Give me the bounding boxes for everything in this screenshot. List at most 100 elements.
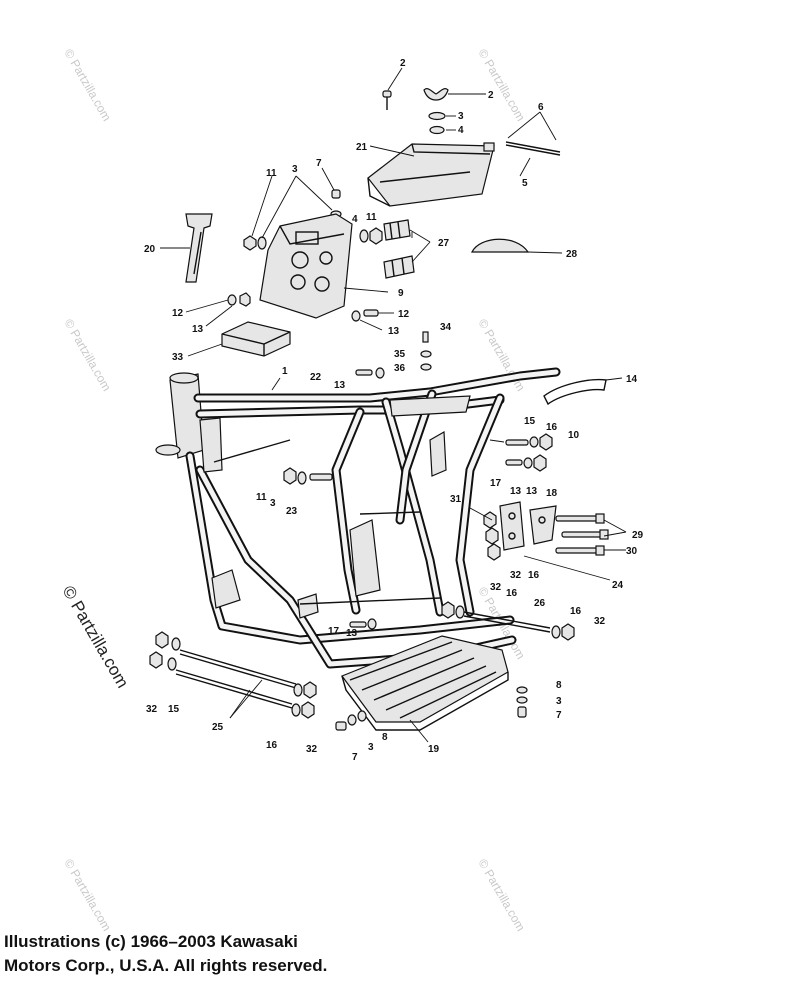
leader-lines	[160, 67, 627, 743]
washer-16-right	[529, 436, 539, 448]
washer-35	[420, 350, 432, 358]
callout-4a: 4	[458, 125, 464, 136]
callout-16d: 16	[570, 606, 582, 617]
callout-5: 5	[522, 178, 528, 189]
nut-11-mid	[369, 227, 383, 245]
washer-4-mid	[359, 229, 369, 243]
callout-26: 26	[534, 598, 546, 609]
callout-13d: 13	[526, 486, 538, 497]
callout-17a: 17	[490, 478, 502, 489]
callout-11c: 11	[256, 492, 267, 503]
screw-2	[382, 90, 392, 110]
callout-32c: 32	[594, 616, 606, 627]
callout-9: 9	[398, 288, 404, 299]
washer-8-lower	[357, 710, 367, 722]
callout-18: 18	[546, 488, 558, 499]
callout-25: 25	[212, 722, 224, 733]
callout-3d: 3	[556, 696, 562, 707]
mount-plate-24	[499, 501, 557, 551]
cover-28	[471, 238, 530, 253]
bolt-30	[555, 545, 605, 556]
callout-11b: 11	[366, 212, 377, 223]
washer-4-top	[429, 125, 445, 135]
callout-15b: 15	[168, 704, 180, 715]
washer-13-22	[375, 367, 385, 379]
washer-3-frame	[297, 471, 307, 485]
callout-15: 15	[524, 416, 536, 427]
callout-7b: 7	[556, 710, 562, 721]
callout-13b: 13	[388, 326, 400, 337]
copyright-notice: Illustrations (c) 1966–2003 Kawasaki Mot…	[4, 930, 424, 978]
bolt-22	[355, 369, 373, 376]
bolt-15	[505, 439, 529, 446]
callout-31: 31	[450, 494, 462, 505]
callout-7a: 7	[316, 158, 322, 169]
washer-3-top	[428, 111, 446, 121]
callout-33: 33	[172, 352, 184, 363]
callout-1: 1	[282, 366, 288, 377]
watermark-large: © Partzilla.com	[59, 583, 133, 692]
callout-14: 14	[626, 374, 638, 385]
callout-16c: 16	[506, 588, 518, 599]
washer-13-lower	[367, 618, 377, 630]
callout-28: 28	[566, 249, 578, 260]
callout-27: 27	[438, 238, 450, 249]
bolt-23	[309, 473, 333, 481]
bolts-29	[555, 513, 609, 540]
watermark-mid-left: © Partzilla.com	[61, 317, 114, 394]
grab-handle-14	[543, 378, 607, 406]
callout-13f: 13	[346, 628, 358, 639]
nut-10	[539, 433, 553, 451]
callout-3a: 3	[458, 111, 464, 122]
washer-13-left	[227, 294, 237, 306]
callout-4b: 4	[352, 214, 358, 225]
callout-11a: 11	[266, 168, 277, 179]
bolt-34	[422, 331, 429, 343]
callout-32e: 32	[306, 744, 318, 755]
callout-16b: 16	[528, 570, 540, 581]
nut-11-frame	[283, 467, 297, 485]
bolt-7	[331, 189, 341, 199]
callout-23: 23	[286, 506, 298, 517]
callout-30: 30	[626, 546, 638, 557]
callout-17b: 17	[328, 626, 340, 637]
callout-8a: 8	[556, 680, 562, 691]
callout-16e: 16	[266, 740, 278, 751]
watermark-top-right: © Partzilla.com	[475, 47, 528, 124]
nut-18	[533, 454, 547, 472]
callout-32d: 32	[146, 704, 158, 715]
long-bolts-25	[149, 631, 317, 719]
washer-13-right	[351, 310, 361, 322]
callout-3b: 3	[292, 164, 298, 175]
nut-12-left	[239, 292, 251, 307]
callout-29: 29	[632, 530, 644, 541]
bolt-17-right	[505, 459, 523, 466]
pad-33	[221, 321, 291, 357]
callout-32a: 32	[510, 570, 522, 581]
copyright-line-1: Illustrations (c) 1966–2003 Kawasaki	[4, 932, 298, 951]
washer-3-right	[516, 696, 528, 704]
callout-numbers: 2 2 3 4 6 21 5 7 11 3 4 11 27 28 20 9 12…	[144, 58, 644, 763]
washer-13-right-b	[523, 457, 533, 469]
callout-6: 6	[538, 102, 544, 113]
callout-10: 10	[568, 430, 580, 441]
bracket-20	[185, 213, 213, 283]
watermark-bottom-right: © Partzilla.com	[475, 857, 528, 934]
rubber-pads-27	[383, 219, 415, 279]
skid-plate-19	[341, 635, 509, 731]
nuts-31	[483, 511, 501, 561]
callout-32b: 32	[490, 582, 502, 593]
callout-12a: 12	[172, 308, 184, 319]
callout-2a: 2	[400, 58, 406, 69]
battery-case-21	[367, 142, 495, 207]
bolt-12-right	[363, 309, 379, 317]
callout-3e: 3	[368, 742, 374, 753]
bolt-7-lower	[335, 721, 347, 731]
callout-19: 19	[428, 744, 440, 755]
callout-36: 36	[394, 363, 406, 374]
bolt-17-lower	[349, 621, 367, 628]
callout-13a: 13	[192, 324, 204, 335]
parts-drawing	[149, 88, 609, 731]
callout-35: 35	[394, 349, 406, 360]
